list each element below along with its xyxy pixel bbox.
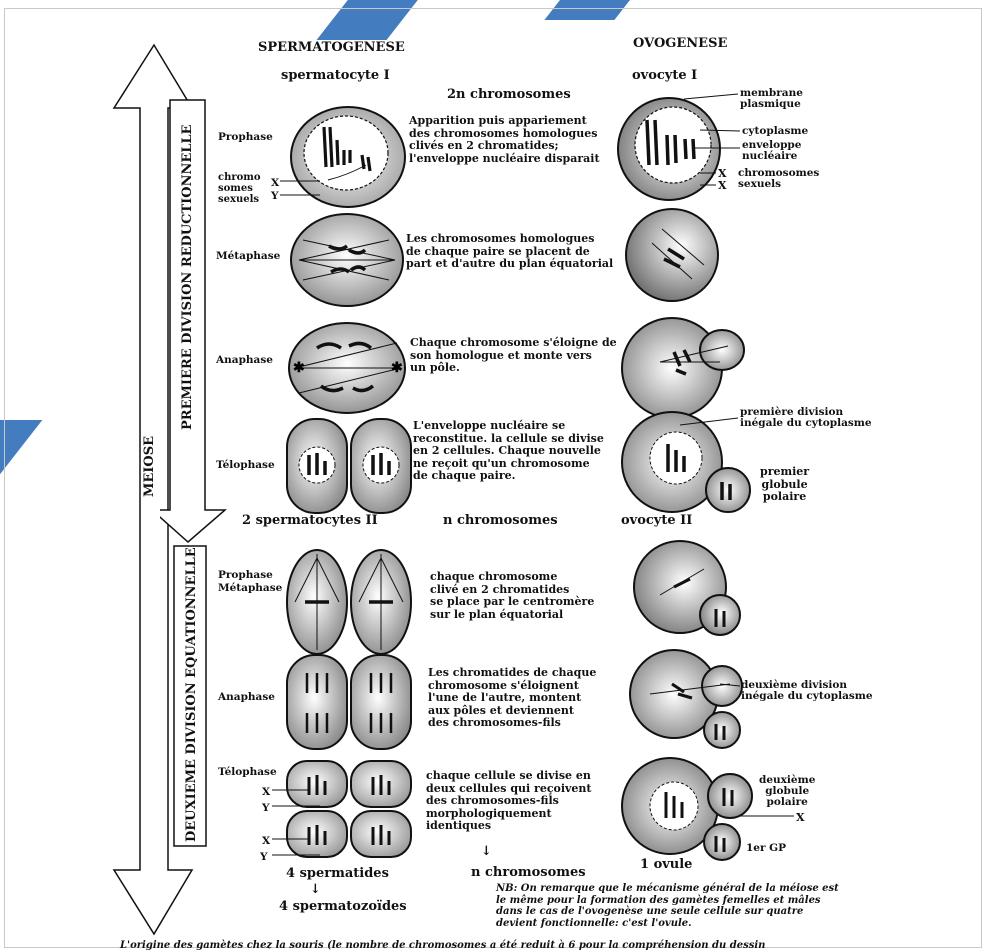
ovocyte-metaphase-cell: [625, 208, 719, 302]
first-gp-label: 1er GP: [746, 842, 787, 854]
description-anaphase: Chaque chromosome s'éloigne de son homol…: [410, 336, 617, 374]
premier-globule-polaire: premier globule polaire: [760, 465, 810, 503]
ovocyte-anaphase-cell: [621, 317, 745, 419]
stage-prophase: Prophase: [218, 131, 273, 143]
ovogenese-header: OVOGENESE: [633, 36, 728, 51]
spermatocyte1-header: spermatocyte I: [281, 68, 390, 83]
svg-text:✱: ✱: [293, 360, 305, 376]
description-prophase: Apparition puis appariement des chromoso…: [409, 114, 600, 165]
y-label-3: Y: [260, 851, 268, 863]
spermatides-cells: [286, 760, 412, 858]
premiere-division-inegale: première division inégale du cytoplasme: [740, 406, 872, 429]
ovocyte-telophase-cells: [621, 411, 751, 513]
deuxieme-division-arrow: [173, 545, 207, 847]
stage-anaphase-2: Anaphase: [218, 691, 275, 703]
spermatocyte-anaphase-cell: ✱✱: [288, 322, 406, 414]
spermatocyte2-anaphase-cells: [286, 654, 412, 750]
spermatides-header: 4 spermatides: [286, 866, 389, 881]
ovule-header: 1 ovule: [640, 857, 693, 872]
enveloppe-label: enveloppe nucléaire: [742, 139, 802, 162]
down-arrow-middle: ↓: [481, 844, 492, 859]
deuxieme-globule-polaire: deuxième globule polaire: [759, 774, 816, 808]
down-arrow: ↓: [310, 882, 321, 897]
nb-note: NB: On remarque que le mécanisme général…: [496, 883, 839, 929]
figure-caption: L'origine des gamètes chez la souris (le…: [120, 940, 766, 951]
x-label-2: X: [262, 786, 271, 798]
ovocyte1-header: ovocyte I: [632, 68, 698, 83]
chrom-n-header: n chromosomes: [443, 513, 558, 528]
spermatocytes2-header: 2 spermatocytes II: [242, 513, 378, 528]
spermatocyte-metaphase-cell: [290, 213, 404, 307]
spermatocyte-prophase-cell: [290, 106, 406, 208]
stage-telophase: Télophase: [216, 459, 275, 471]
x-label-1: X: [271, 177, 280, 189]
svg-text:✱: ✱: [391, 360, 403, 376]
stage-anaphase: Anaphase: [216, 354, 273, 366]
deuxieme-division-inegale: deuxième division inégale du cytoplasme: [741, 679, 873, 702]
ovocyte2-header: ovocyte II: [621, 513, 693, 528]
chrom-n-final: n chromosomes: [471, 865, 586, 880]
description-anaphase-2: Les chromatides de chaque chromosome s'é…: [428, 666, 597, 729]
spermatocyte2-metaphase-cells: [286, 549, 412, 655]
stage-telophase-2: Télophase: [218, 766, 277, 778]
ovule-and-polar-bodies: [621, 757, 753, 861]
description-metaphase: Les chromosomes homologues de chaque pai…: [406, 232, 614, 270]
y-label-2: Y: [262, 802, 270, 814]
ovocyte-prophase-cell: [617, 97, 721, 201]
stage-prophase-metaphase: Prophase Métaphase: [218, 569, 283, 594]
y-label-1: Y: [271, 190, 279, 202]
premiere-division-arrow: [160, 99, 228, 543]
x-label-right-3: X: [796, 811, 805, 824]
figure-frame: [4, 8, 982, 948]
ovocyte2-anaphase-cells: [629, 649, 743, 749]
cytoplasme-label: cytoplasme: [742, 125, 809, 137]
spermatogenese-header: SPERMATOGENESE: [258, 40, 405, 55]
description-prophase-metaphase-2: chaque chromosome clivé en 2 chromatides…: [430, 570, 595, 621]
stage-metaphase: Métaphase: [216, 250, 281, 262]
x-label-right-1: X: [718, 167, 727, 180]
x-label-3: X: [262, 835, 271, 847]
membrane-label: membrane plasmique: [740, 87, 803, 110]
chromosomes-sexuels-right: chromosomes sexuels: [738, 167, 820, 190]
spermatozoides-header: 4 spermatozoïdes: [279, 899, 407, 914]
description-telophase: L'enveloppe nucléaire se reconstitue. la…: [413, 419, 604, 482]
ovocyte2-metaphase-cells: [633, 540, 741, 636]
description-telophase-2: chaque cellule se divise en deux cellule…: [426, 769, 592, 832]
spermatocyte-telophase-cells: [286, 418, 412, 514]
chrom-2n-header: 2n chromosomes: [447, 87, 571, 102]
x-label-right-2: X: [718, 179, 727, 192]
chromosomes-sexuels-label: chromo somes sexuels: [218, 172, 261, 205]
